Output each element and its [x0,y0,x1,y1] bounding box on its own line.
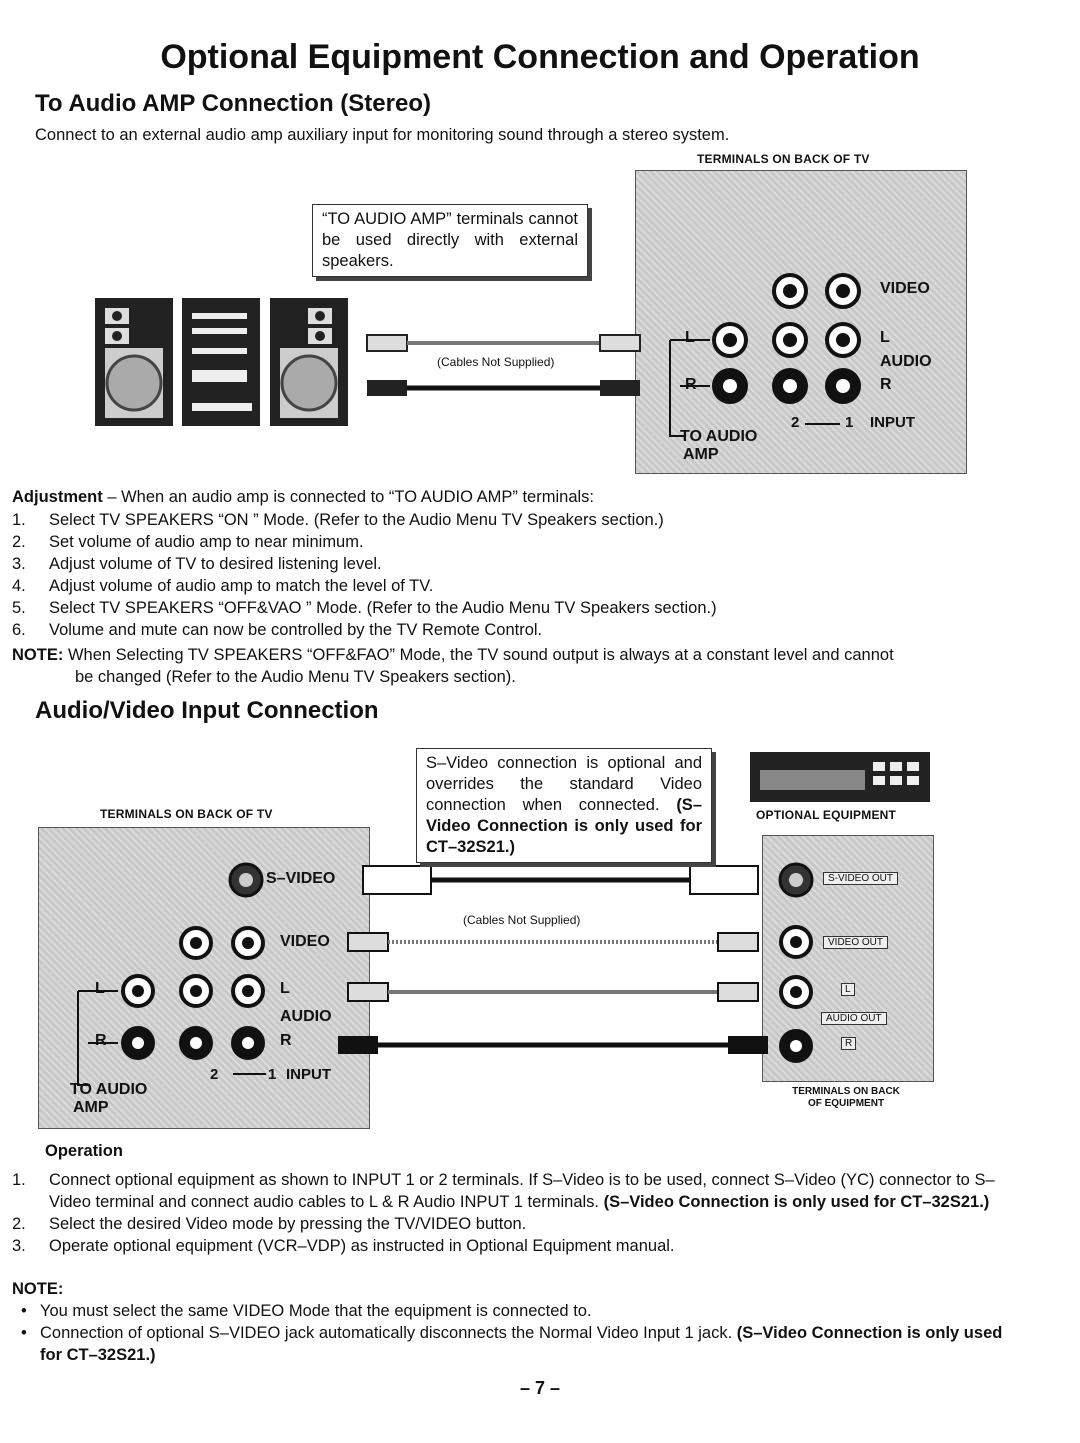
list-item: 3.Operate optional equipment (VCR–VDP) a… [12,1237,675,1255]
list-item: 1.Connect optional equipment as shown to… [12,1171,995,1211]
amp-note: NOTE: When Selecting TV SPEAKERS “OFF&FA… [12,646,894,664]
s-video-callout: S–Video connection is optional and overr… [416,748,712,863]
page-title: Optional Equipment Connection and Operat… [160,38,920,76]
amp-cables [366,334,641,396]
page-number: – 7 – [519,1378,561,1398]
list-item: 2.Set volume of audio amp to near minimu… [12,533,364,551]
label-to-audio: TO AUDIO [70,1081,148,1098]
av-diagram-graphics [77,752,930,1086]
amp-intro: Connect to an external audio amp auxilia… [35,126,730,144]
label-r: R [685,376,697,393]
label-input-1: 1 [268,1066,277,1083]
amp-note-cont: be changed (Refer to the Audio Menu TV S… [75,668,516,686]
av-note-label: NOTE: [12,1280,64,1298]
label-input: INPUT [870,414,915,431]
label-video-out: VIDEO OUT [823,936,889,949]
list-item: 1.Select TV SPEAKERS “ON ” Mode. (Refer … [12,511,664,529]
label-amp: AMP [683,446,719,463]
list-item: 4.Adjust volume of audio amp to match th… [12,577,434,595]
cables-note: (Cables Not Supplied) [463,913,581,927]
amp-warning-callout: “TO AUDIO AMP” terminals cannot be used … [312,204,588,277]
adjustment-intro: Adjustment – When an audio amp is connec… [12,488,594,506]
label-audio-r: R [280,1032,292,1049]
list-item: 6.Volume and mute can now be controlled … [12,621,543,639]
operation-steps: 1.Connect optional equipment as shown to… [12,1169,1012,1257]
adjustment-steps: 1.Select TV SPEAKERS “ON ” Mode. (Refer … [12,509,1032,641]
label-input-2: 2 [210,1066,219,1083]
amp-connection-diagram: TERMINALS ON BACK OF TV [85,148,985,478]
tv-back-panel [635,170,967,474]
back-of-equipment-caption: TERMINALS ON BACK OF EQUIPMENT [792,1086,900,1109]
av-section-heading: Audio/Video Input Connection [35,697,379,724]
label-l: L [685,329,695,346]
vcr-icon [750,752,930,802]
label-to-audio: TO AUDIO [680,428,758,445]
label-audio-l: L [280,980,290,997]
cables-note: (Cables Not Supplied) [437,355,555,369]
av-connection-diagram: TERMINALS ON BACK OF TV [38,740,938,1130]
label-input-2: 2 [791,414,800,431]
list-item: Connection of optional S–VIDEO jack auto… [12,1322,1012,1366]
amp-section-heading: To Audio AMP Connection (Stereo) [35,90,431,117]
label-input: INPUT [286,1066,331,1083]
label-out-l: L [841,983,855,996]
label-audio: AUDIO [280,1008,332,1025]
list-item: 5.Select TV SPEAKERS “OFF&VAO ” Mode. (R… [12,599,717,617]
label-video: VIDEO [280,933,330,950]
label-video: VIDEO [880,280,930,297]
tv-jacks [712,273,861,404]
list-item: You must select the same VIDEO Mode that… [12,1300,1012,1322]
label-audio-l: L [880,329,890,346]
terminals-caption: TERMINALS ON BACK OF TV [100,807,273,821]
list-item: 3.Adjust volume of TV to desired listeni… [12,555,382,573]
operation-label: Operation [45,1142,123,1160]
terminals-caption: TERMINALS ON BACK OF TV [697,152,870,166]
label-amp: AMP [73,1099,109,1116]
optional-equipment-caption: OPTIONAL EQUIPMENT [756,808,897,822]
label-s-video-out: S-VIDEO OUT [823,872,899,885]
right-speaker [270,298,348,426]
av-note-bullets: You must select the same VIDEO Mode that… [12,1300,1012,1366]
label-audio-r: R [880,376,892,393]
label-l: L [95,980,105,997]
label-input-1: 1 [845,414,854,431]
label-s-video: S–VIDEO [266,870,336,887]
list-item: 2.Select the desired Video mode by press… [12,1215,527,1233]
amp-diagram-graphics [95,273,861,437]
left-speaker [95,298,173,426]
av-cables [338,865,768,1054]
audio-amp [182,298,260,426]
label-audio: AUDIO [880,353,932,370]
label-r: R [95,1032,107,1049]
label-out-r: R [841,1037,857,1050]
label-audio-out: AUDIO OUT [821,1012,887,1025]
